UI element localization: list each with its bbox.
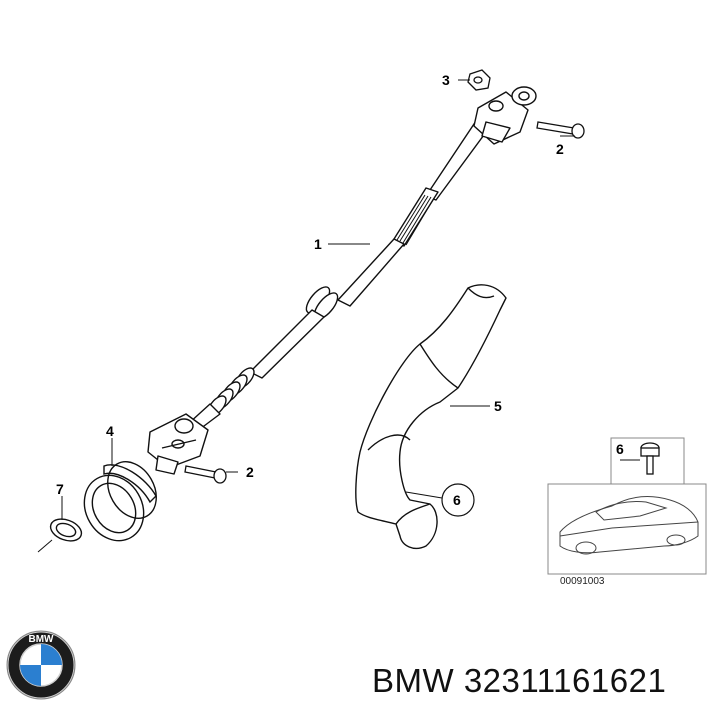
bolt-lower <box>184 465 227 484</box>
nut <box>467 69 491 91</box>
logo-letters: BMW <box>29 634 55 645</box>
grommet <box>37 518 83 553</box>
bmw-roundel-icon: BMW <box>6 630 76 700</box>
callout-6-circle <box>441 483 475 517</box>
inset-box: 00091003 <box>547 437 707 587</box>
callout-lines <box>61 79 640 520</box>
bolt-upper <box>536 121 585 139</box>
column-cover <box>355 284 507 550</box>
brand-part-number: BMW 32311161621 <box>372 662 667 699</box>
steering-shaft <box>187 117 493 433</box>
callout-6: 6 <box>453 492 461 508</box>
callout-1: 1 <box>314 236 322 252</box>
lower-universal-joint <box>147 413 209 475</box>
callout-5: 5 <box>494 398 502 414</box>
inset-code: 00091003 <box>560 576 605 587</box>
callout-6-inset: 6 <box>616 441 624 457</box>
callout-7: 7 <box>56 481 64 497</box>
upper-universal-joint <box>473 86 537 145</box>
callout-2-lower: 2 <box>246 464 254 480</box>
inset-bolt <box>640 442 660 475</box>
callout-2-upper: 2 <box>556 141 564 157</box>
seal-ring <box>83 461 157 542</box>
callout-4: 4 <box>106 423 114 439</box>
callout-3: 3 <box>442 72 450 88</box>
car-silhouette <box>559 496 699 555</box>
